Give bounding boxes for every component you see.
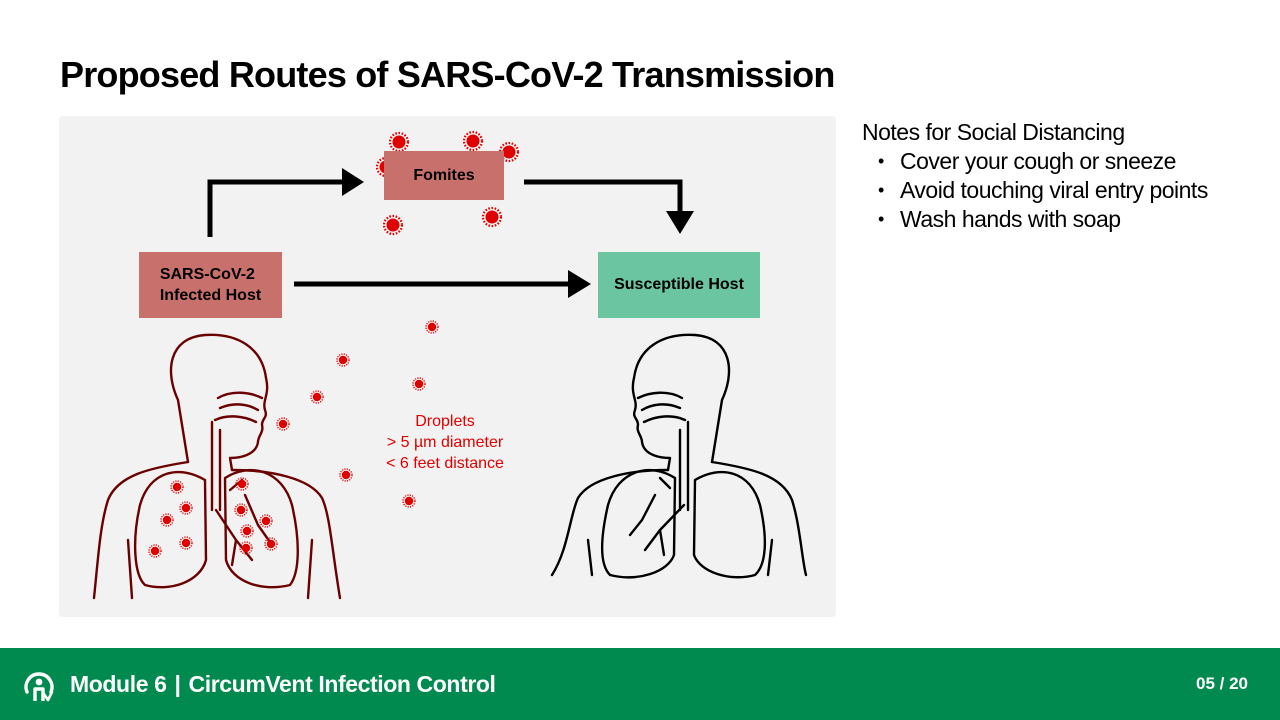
notes-section: Notes for Social Distancing • Cover your … [862,118,1262,234]
infected-host-label-line2: Infected Host [159,287,262,304]
person-wave-icon [24,672,54,702]
infected-person-figure [92,333,342,600]
footer-course: CircumVent Infection Control [188,671,496,697]
slide-title: Proposed Routes of SARS-CoV-2 Transmissi… [60,54,835,95]
fomites-box: Fomites [384,151,504,200]
infected-host-label-line1: SARS-CoV-2 [159,266,255,283]
notes-heading: Notes for Social Distancing [862,119,1125,145]
bullet-icon: • [878,180,884,200]
notes-item: • Cover your cough or sneeze [862,147,1262,176]
page-number: 05 / 20 [1196,674,1248,693]
bullet-icon: • [878,151,884,171]
notes-list: • Cover your cough or sneeze • Avoid touch… [862,147,1262,234]
fomites-label: Fomites [413,166,475,184]
bullet-icon: • [878,209,884,229]
arrow-fomites-to-susceptible [524,179,683,215]
footer-course-title: Module 6 | CircumVent Infection Control [70,671,496,698]
notes-item-text: Avoid touching viral entry points [900,177,1208,203]
arrowhead-to-fomites [342,168,364,196]
notes-item-text: Wash hands with soap [900,206,1121,232]
droplets-line1: Droplets [415,413,475,430]
susceptible-person-figure [550,333,808,579]
arrowhead-to-susceptible-top [666,211,694,234]
droplets-line3: < 6 feet distance [386,455,504,472]
infected-host-box: SARS-CoV-2 Infected Host [139,252,282,318]
notes-item: • Wash hands with soap [862,205,1262,234]
footer-bar [0,648,1280,720]
notes-item: • Avoid touching viral entry points [862,176,1262,205]
arrow-host-to-fomites [207,179,345,237]
susceptible-host-label: Susceptible Host [614,276,744,293]
arrowhead-direct [568,270,591,298]
notes-item-text: Cover your cough or sneeze [900,148,1176,174]
susceptible-host-box: Susceptible Host [598,252,760,318]
footer-separator: | [174,671,181,697]
footer-module: Module 6 [70,671,167,697]
droplets-line2: > 5 µm diameter [386,434,504,451]
droplets-annotation: Droplets > 5 µm diameter < 6 feet distan… [372,411,518,474]
